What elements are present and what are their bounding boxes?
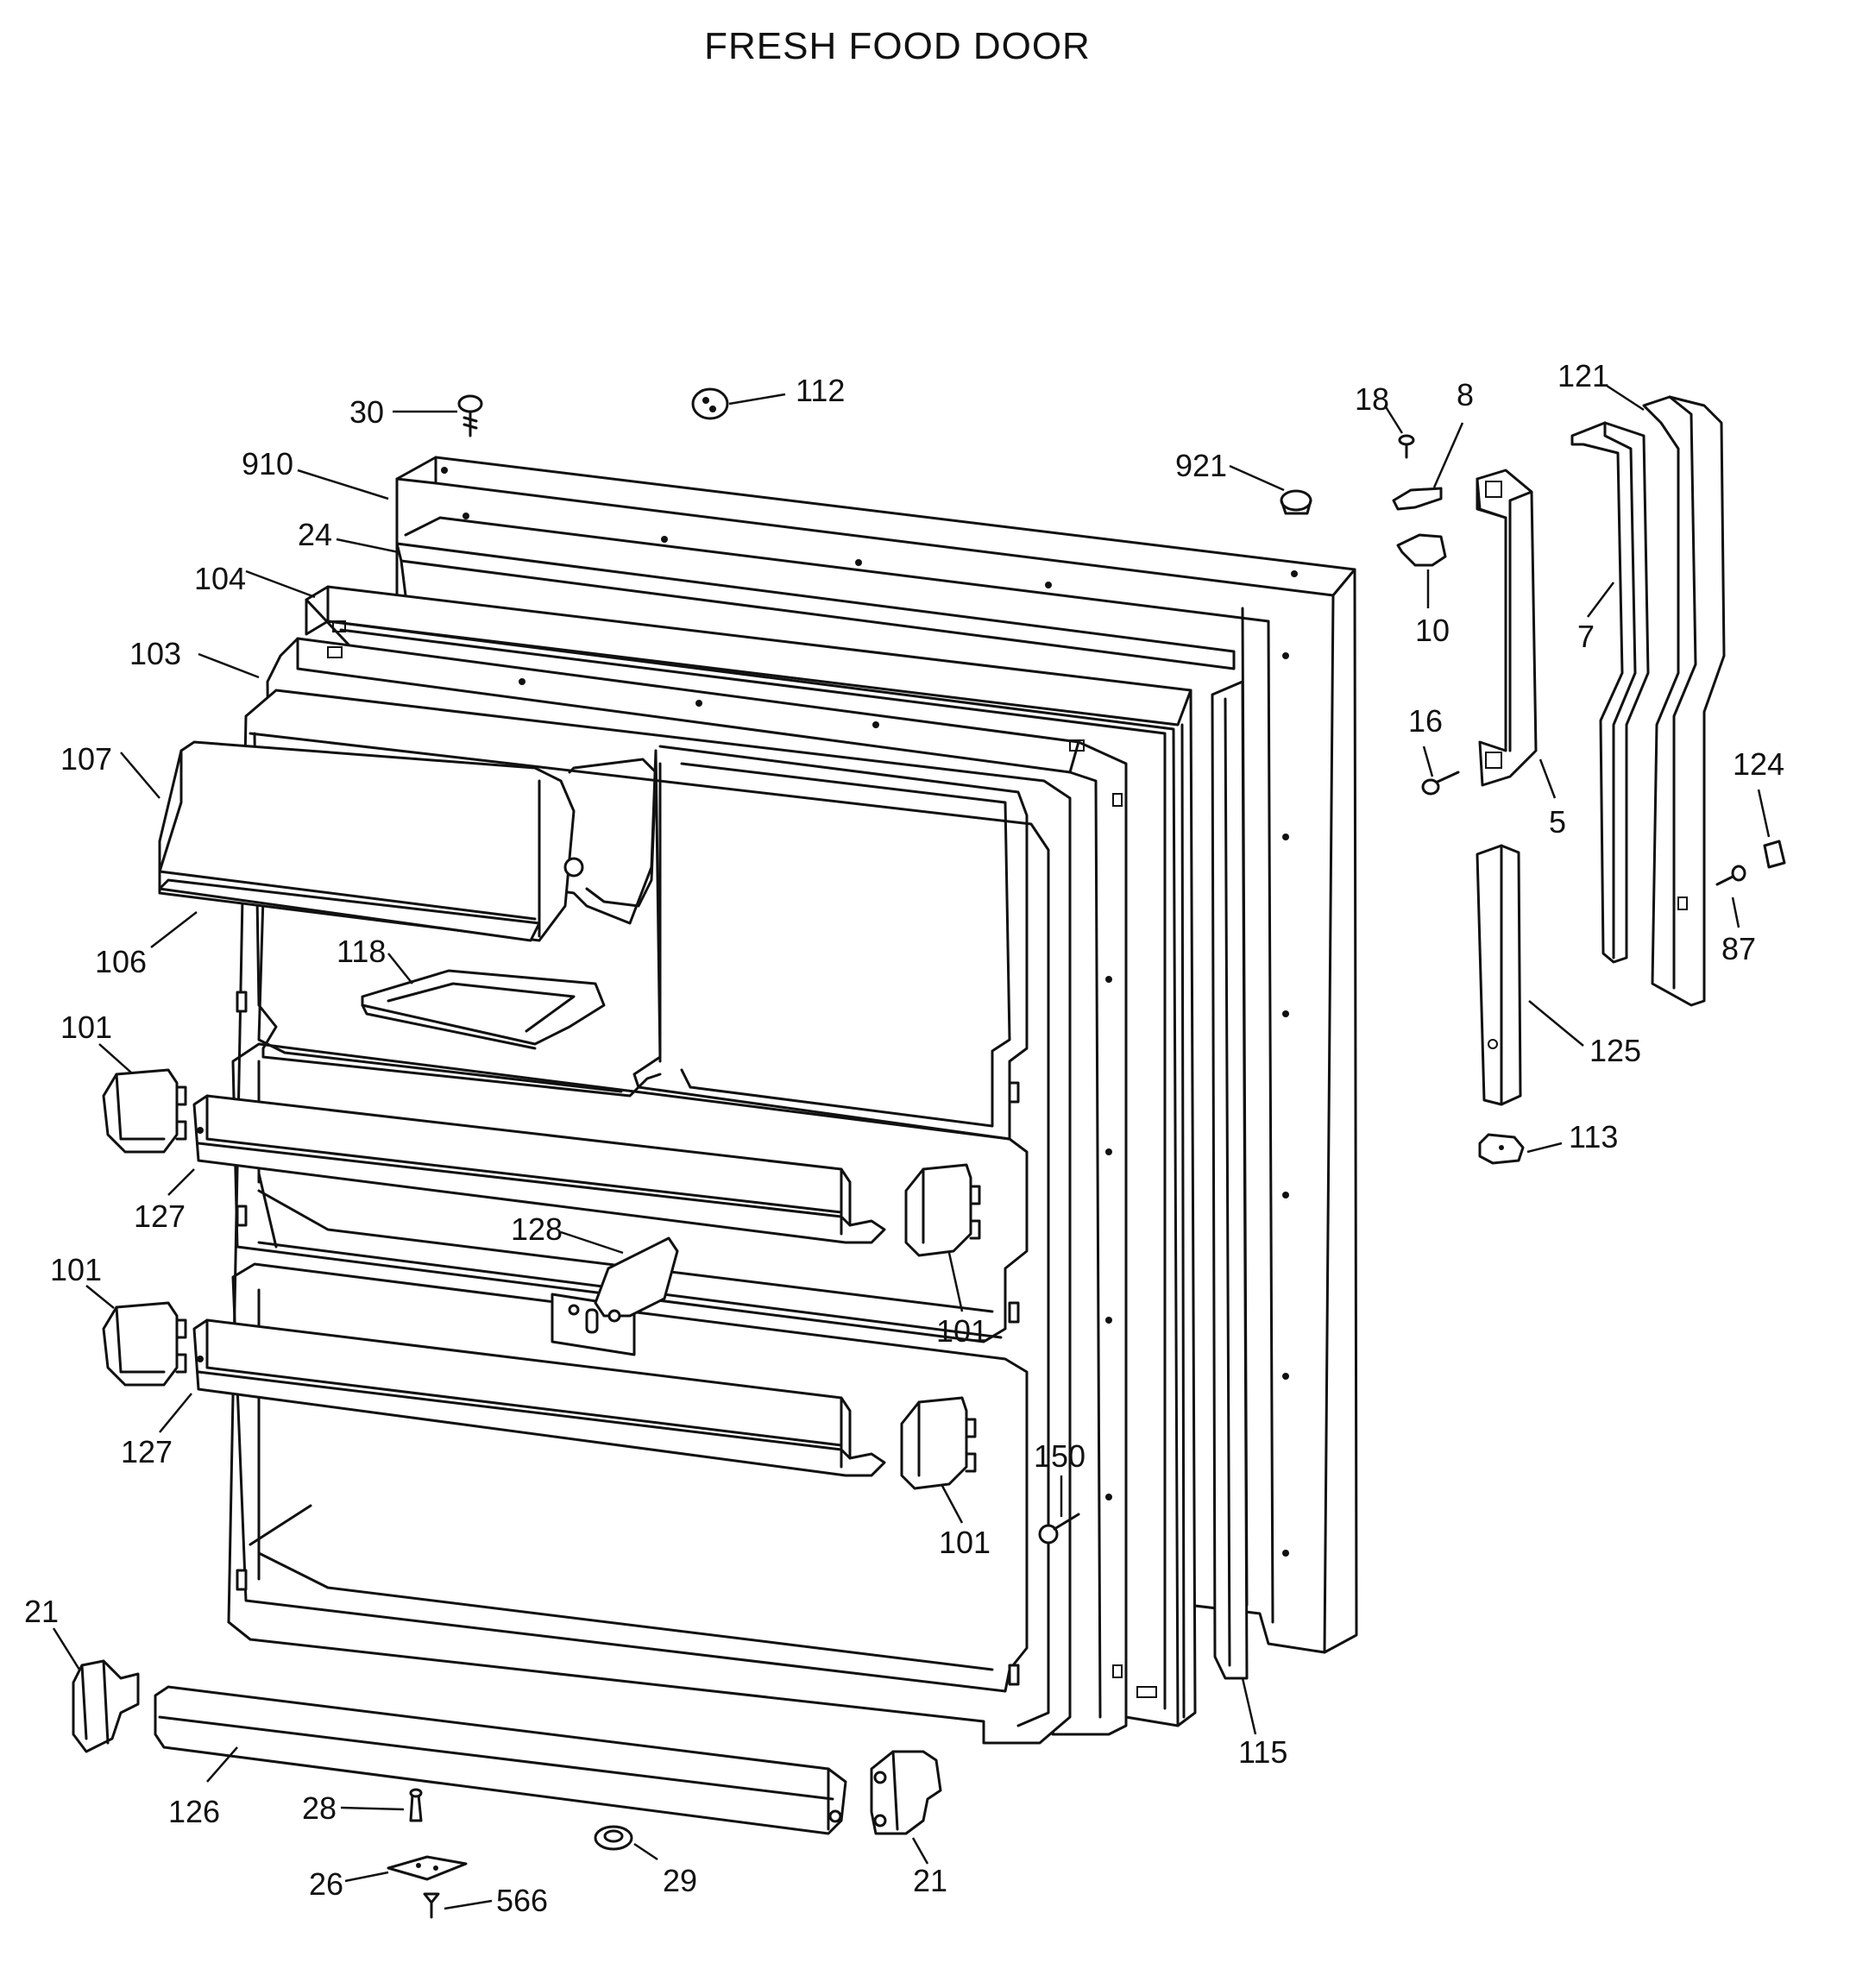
shelf-clip-right-upper xyxy=(904,1163,981,1257)
label-126: 126 xyxy=(168,1794,220,1829)
egg-tray xyxy=(361,969,606,1050)
strap-125 xyxy=(1476,844,1522,1106)
label-10: 10 xyxy=(1415,613,1450,648)
plug-921 xyxy=(1280,489,1312,515)
label-106: 106 xyxy=(95,944,147,979)
pin-28 xyxy=(409,1788,423,1822)
label-921: 921 xyxy=(1175,448,1227,483)
trim-strip xyxy=(395,542,1236,670)
hinge-bar-7 xyxy=(1570,421,1650,964)
plug-112 xyxy=(691,387,729,420)
screw-566 xyxy=(423,1892,440,1919)
screw-30 xyxy=(457,394,483,437)
label-115: 115 xyxy=(1238,1734,1287,1770)
label-150: 150 xyxy=(1034,1438,1085,1474)
label-101-right-lower: 101 xyxy=(939,1525,991,1560)
clip-10 xyxy=(1396,533,1447,567)
label-124: 124 xyxy=(1733,746,1784,782)
part-labels: 30 112 910 24 104 103 107 106 118 101 12… xyxy=(24,358,1784,1918)
screw-87 xyxy=(1715,865,1746,886)
block-113 xyxy=(1478,1133,1525,1165)
label-87: 87 xyxy=(1721,931,1756,966)
label-101-left-lower: 101 xyxy=(50,1252,102,1287)
dairy-door xyxy=(158,740,658,942)
leader-lines xyxy=(52,384,1771,1910)
label-127-upper: 127 xyxy=(134,1198,186,1234)
label-24: 24 xyxy=(298,517,332,552)
shelf-clip-left-lower xyxy=(102,1301,187,1387)
label-107: 107 xyxy=(60,741,112,777)
hinge-right xyxy=(870,1750,942,1835)
bracket-8 xyxy=(1392,487,1443,511)
screw-16 xyxy=(1421,771,1460,796)
label-121: 121 xyxy=(1557,358,1609,393)
label-910: 910 xyxy=(242,446,293,481)
diagram-title: FRESH FOOD DOOR xyxy=(704,25,1091,67)
shelf-clip-right-lower xyxy=(900,1396,977,1490)
label-125: 125 xyxy=(1589,1033,1641,1068)
label-5: 5 xyxy=(1549,804,1566,840)
label-128: 128 xyxy=(511,1211,563,1247)
label-7: 7 xyxy=(1577,619,1595,654)
gasket-strip xyxy=(1211,680,1249,1680)
label-113: 113 xyxy=(1569,1119,1618,1154)
screw-18 xyxy=(1398,434,1415,459)
handle-5 xyxy=(1476,469,1538,787)
label-566: 566 xyxy=(496,1883,548,1918)
hinge-left xyxy=(72,1659,140,1753)
bottom-cap xyxy=(154,1685,847,1835)
bracket-124 xyxy=(1763,840,1786,869)
shelf-bracket xyxy=(551,1236,679,1356)
label-26: 26 xyxy=(309,1866,343,1902)
label-30: 30 xyxy=(349,394,384,430)
label-127-lower: 127 xyxy=(121,1434,173,1469)
shelf-retainer-lower xyxy=(192,1318,886,1477)
shelf-retainer-upper xyxy=(192,1094,886,1244)
hinge-bar-121 xyxy=(1642,395,1726,1007)
label-8: 8 xyxy=(1457,377,1474,412)
label-101-right-upper: 101 xyxy=(936,1313,988,1349)
shelf-clip-left-upper xyxy=(102,1068,187,1154)
grommet-29 xyxy=(594,1825,633,1851)
label-21-left: 21 xyxy=(24,1594,59,1629)
label-18: 18 xyxy=(1355,381,1389,417)
plate-26 xyxy=(387,1855,468,1881)
label-21-right: 21 xyxy=(913,1863,947,1898)
label-28: 28 xyxy=(302,1790,337,1826)
label-16: 16 xyxy=(1408,703,1443,739)
label-118: 118 xyxy=(337,934,386,969)
label-29: 29 xyxy=(663,1863,697,1898)
label-104: 104 xyxy=(194,561,246,596)
label-103: 103 xyxy=(129,636,181,671)
label-101-left-upper: 101 xyxy=(60,1010,112,1045)
screw-150 xyxy=(1038,1513,1080,1544)
label-112: 112 xyxy=(796,373,845,408)
